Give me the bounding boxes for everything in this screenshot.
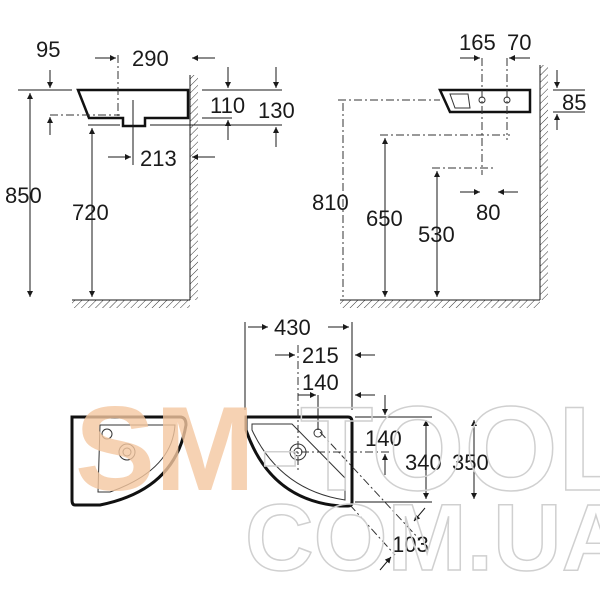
- watermark: SM -TOOLS COM.UA: [75, 381, 600, 592]
- dim-80: 80: [476, 200, 500, 225]
- watermark-domain: COM.UA: [245, 485, 600, 591]
- dim-85: 85: [562, 90, 586, 115]
- dim-810: 810: [312, 190, 349, 215]
- dim-215: 215: [302, 343, 339, 368]
- dim-340: 340: [405, 450, 442, 475]
- top-view: 430 215 140 140 340 350 103: [244, 315, 489, 571]
- watermark-tools: -TOOLS: [260, 382, 600, 516]
- dim-165: 165: [459, 30, 496, 55]
- dim-130: 130: [258, 98, 295, 123]
- dim-103: 103: [392, 532, 429, 557]
- dim-70: 70: [507, 30, 531, 55]
- dim-720: 720: [72, 200, 109, 225]
- dim-95: 95: [36, 37, 60, 62]
- dim-213: 213: [140, 146, 177, 171]
- dim-140-top: 140: [302, 370, 339, 395]
- front-view: 165 70 85 810 650 530 80: [312, 30, 586, 308]
- watermark-sm: SM: [75, 382, 255, 516]
- dim-650: 650: [366, 206, 403, 231]
- dim-530: 530: [418, 222, 455, 247]
- dim-290: 290: [132, 46, 169, 71]
- side-view: 95 290 110 130 213 850 720: [5, 37, 295, 308]
- dim-350: 350: [452, 450, 489, 475]
- dim-110: 110: [210, 93, 245, 118]
- dim-430: 430: [274, 315, 311, 340]
- dim-140-right: 140: [365, 426, 402, 451]
- top-view-small: [70, 415, 188, 507]
- dim-850: 850: [5, 183, 42, 208]
